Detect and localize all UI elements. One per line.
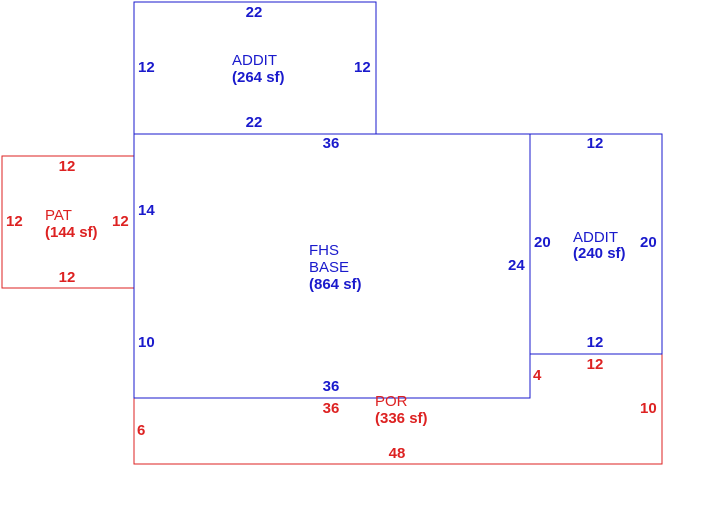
addit-right-dim-bottom: 12 [587,334,604,351]
pat-dim-left: 12 [6,213,23,230]
por-dim-inner-step: 4 [533,367,542,384]
addit-top-dim-right: 12 [354,59,371,76]
por-dim-bottom: 48 [389,445,406,462]
base-dim-right: 24 [508,257,525,274]
addit-right-area: (240 sf) [573,245,626,262]
addit-right-outline [529,133,663,355]
por-name: POR [375,393,408,410]
addit-top-name: ADDIT [232,52,277,69]
addit-right-dim-right: 20 [640,234,657,251]
pat-dim-right: 12 [112,213,129,230]
base-dim-bottom: 36 [323,378,340,395]
addit-right-name: ADDIT [573,229,618,246]
addit-right-dim-left: 20 [534,234,551,251]
base-dim-top: 36 [323,135,340,152]
base-name-line2: BASE [309,259,349,276]
pat-name: PAT [45,207,72,224]
addit-top-area: (264 sf) [232,69,285,86]
addit-top-dim-top: 22 [246,4,263,21]
por-dim-right: 10 [640,400,657,417]
pat-area: (144 sf) [45,224,98,241]
base-name-line1: FHS [309,242,339,259]
addit-top-dim-left: 12 [138,59,155,76]
addit-top-dim-bottom: 22 [246,114,263,131]
por-dim-top-left: 36 [323,400,340,417]
pat-dim-bottom: 12 [59,269,76,286]
base-dim-left-lower: 10 [138,334,155,351]
por-dim-left: 6 [137,422,145,439]
pat-dim-top: 12 [59,158,76,175]
por-area: (336 sf) [375,410,428,427]
por-dim-top-right: 12 [587,356,604,373]
addit-right-dim-top: 12 [587,135,604,152]
base-area: (864 sf) [309,276,362,293]
base-dim-left-upper: 14 [138,202,155,219]
